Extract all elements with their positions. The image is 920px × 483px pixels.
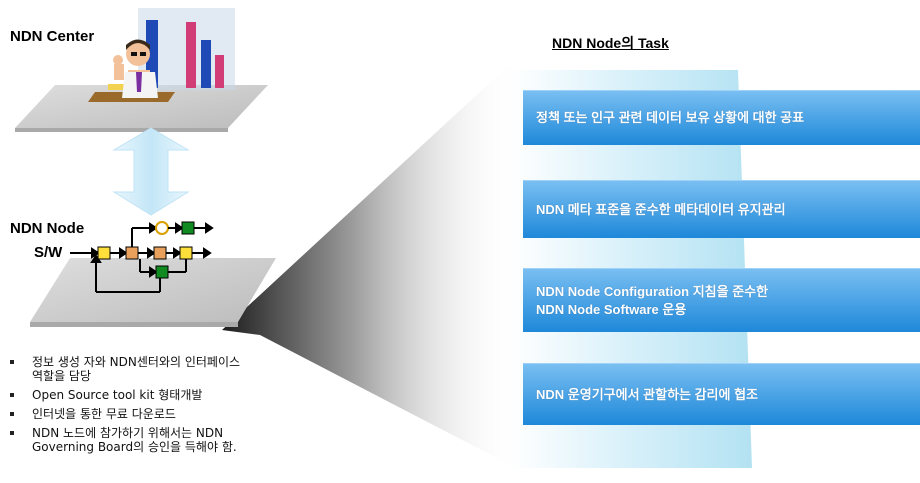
bullet-item-4-line-1: NDN 노드에 참가하기 위해서는 NDN <box>32 426 224 440</box>
task-box-3-line-1: NDN Node Configuration 지침을 준수한 <box>536 283 769 299</box>
task-box-1-line-1: 정책 또는 인구 관련 데이터 보유 상황에 대한 공표 <box>536 110 805 125</box>
person-at-desk-icon <box>88 39 175 102</box>
bullet-item-4-line-2: Governing Board의 승인을 득해야 함. <box>32 440 237 454</box>
projection-beam <box>222 55 520 470</box>
task-box-1: 정책 또는 인구 관련 데이터 보유 상황에 대한 공표 <box>523 90 920 145</box>
task-panel-title: NDN Node의 Task <box>552 35 669 51</box>
task-box-3: NDN Node Configuration 지침을 준수한 NDN Node … <box>523 268 920 332</box>
flow-diagram-icon <box>70 221 214 293</box>
bullet-item-3: 인터넷을 통한 무료 다운로드 <box>8 407 328 421</box>
bullet-item-1: 정보 생성 자와 NDN센터와의 인터페이스 역할을 담당 <box>8 355 328 383</box>
bullet-item-1-line-2: 역할을 담당 <box>32 369 92 383</box>
task-box-3-line-2: NDN Node Software 운용 <box>536 301 687 317</box>
bullet-item-4: NDN 노드에 참가하기 위해서는 NDN Governing Board의 승… <box>8 426 328 454</box>
task-box-4: NDN 운영기구에서 관할하는 감리에 협조 <box>523 363 920 425</box>
task-box-4-line-1: NDN 운영기구에서 관할하는 감리에 협조 <box>536 386 759 402</box>
bar-chart-icon <box>138 8 235 90</box>
node-platform <box>30 258 276 322</box>
bullet-list: 정보 생성 자와 NDN센터와의 인터페이스 역할을 담당 Open Sourc… <box>8 355 328 459</box>
node-label: NDN Node <box>10 220 85 237</box>
center-label: NDN Center <box>10 28 95 45</box>
task-box-2: NDN 메타 표준을 준수한 메타데이터 유지관리 <box>523 180 920 238</box>
center-platform <box>15 85 268 128</box>
bullet-item-1-line-1: 정보 생성 자와 NDN센터와의 인터페이스 <box>32 355 241 369</box>
bullet-item-2: Open Source tool kit 형태개발 <box>8 388 328 402</box>
task-box-2-line-1: NDN 메타 표준을 준수한 메타데이터 유지관리 <box>536 201 786 217</box>
node-sw-label: S/W <box>34 244 63 261</box>
bullet-item-3-line-1: 인터넷을 통한 무료 다운로드 <box>32 407 176 421</box>
link-arrow <box>112 127 190 216</box>
bullet-item-2-line-1: Open Source tool kit 형태개발 <box>32 388 203 402</box>
